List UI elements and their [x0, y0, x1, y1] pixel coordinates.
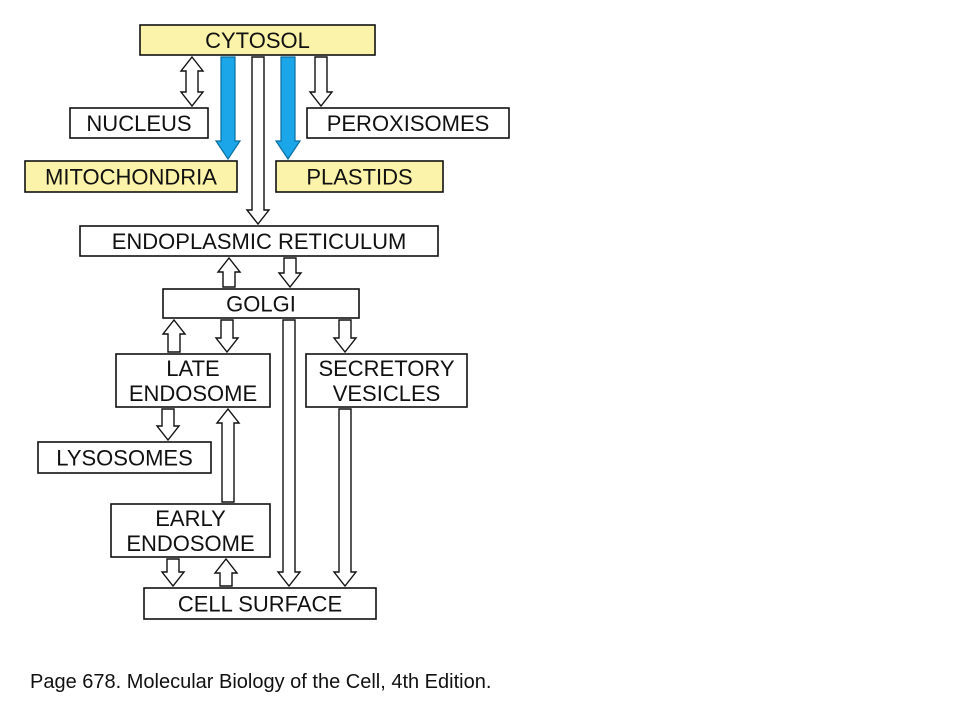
arrow-late-endosome-to-lysosomes [155, 408, 181, 442]
arrow-early-endosome-to-cell-surface [160, 558, 186, 588]
node-label: MITOCHONDRIA [45, 165, 217, 190]
arrow-cytosol-to-plastids [274, 56, 302, 161]
node-nucleus: NUCLEUS [69, 107, 209, 139]
node-lysosomes: LYSOSOMES [37, 441, 212, 474]
node-box [275, 160, 444, 193]
arrow-cell-surface-to-early-endosome [213, 557, 239, 587]
arrow-secretory-vesicles-to-cell-surface [332, 408, 358, 588]
node-box [110, 503, 271, 558]
arrow-golgi-to-late-endosome [214, 319, 240, 354]
node-label: PEROXISOMES [327, 111, 490, 136]
node-label: CELL SURFACE [178, 592, 342, 617]
arrow-cytosol-to-nucleus [179, 55, 205, 108]
node-cell-surface: CELL SURFACE [143, 587, 377, 620]
node-label: PLASTIDS [306, 165, 412, 190]
arrow-er-to-golgi [277, 257, 303, 289]
node-box [115, 353, 271, 408]
node-label: ENDOPLASMIC RETICULUM [112, 229, 407, 254]
node-box [24, 160, 238, 193]
edges-layer [155, 55, 358, 588]
node-box [162, 288, 360, 319]
arrow-late-endosome-to-golgi [161, 318, 187, 353]
arrow-early-endosome-to-late-endosome [215, 407, 241, 503]
node-box [305, 353, 468, 408]
protein-sorting-diagram: CYTOSOL NUCLEUS PEROXISOMES MITOCHONDRIA PLA… [24, 24, 510, 620]
arrow-golgi-to-secretory-vesicles [332, 319, 358, 354]
node-box [69, 107, 209, 139]
node-label: NUCLEUS [86, 111, 191, 136]
node-label: ENDOSOME [129, 381, 257, 406]
node-cytosol: CYTOSOL [139, 24, 376, 56]
node-box [37, 441, 212, 474]
node-peroxisomes: PEROXISOMES [306, 107, 510, 139]
node-label: SECRETORY [318, 356, 454, 381]
node-label: EARLY [155, 506, 226, 531]
arrow-golgi-to-cell-surface [276, 319, 302, 588]
node-golgi: GOLGI [162, 288, 360, 319]
node-label: GOLGI [226, 292, 296, 317]
node-plastids: PLASTIDS [275, 160, 444, 193]
node-label: LYSOSOMES [56, 446, 193, 471]
arrow-golgi-to-er [216, 256, 242, 288]
node-mitochondria: MITOCHONDRIA [24, 160, 238, 193]
node-box [143, 587, 377, 620]
node-label: LATE [166, 356, 219, 381]
node-label: ENDOSOME [126, 531, 254, 556]
arrow-cytosol-to-er [245, 56, 271, 226]
arrow-cytosol-to-mitochondria [214, 56, 242, 161]
nodes-layer: CYTOSOL NUCLEUS PEROXISOMES MITOCHONDRIA PLA… [24, 24, 510, 620]
node-box [139, 24, 376, 56]
source-caption: Page 678. Molecular Biology of the Cell,… [30, 671, 492, 693]
node-box [306, 107, 510, 139]
arrow-cytosol-to-peroxisomes [308, 56, 334, 108]
node-label: CYTOSOL [205, 28, 310, 53]
node-label: VESICLES [333, 381, 441, 406]
node-er: ENDOPLASMIC RETICULUM [79, 225, 439, 257]
node-box [79, 225, 439, 257]
